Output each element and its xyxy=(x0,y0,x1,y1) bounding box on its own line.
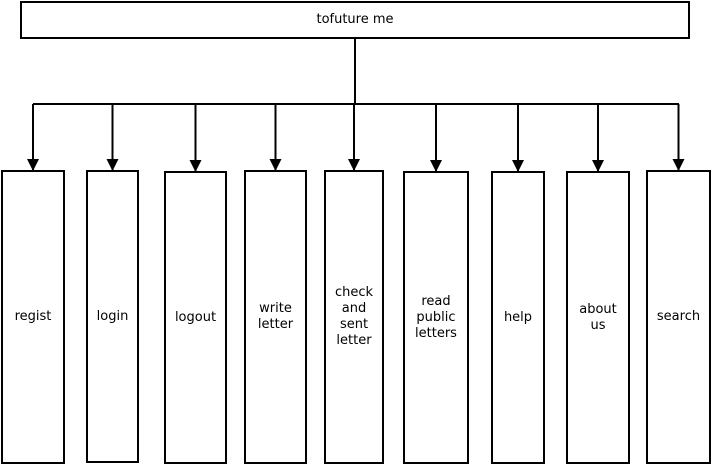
root-node: tofuture me xyxy=(20,1,690,39)
child-node-label: check and sent letter xyxy=(334,285,374,348)
child-node-label: help xyxy=(503,309,533,325)
child-node-label: regist xyxy=(14,309,52,324)
child-node-label: logout xyxy=(174,309,217,325)
child-node-login: login xyxy=(86,170,139,463)
child-node-label: login xyxy=(96,308,129,324)
child-node-label: write letter xyxy=(257,301,294,332)
child-node-label: about us xyxy=(579,301,617,333)
child-node-check-and-sent-letter: check and sent letter xyxy=(324,170,384,464)
child-node-help: help xyxy=(491,171,545,464)
child-node-read-public-letters: read public letters xyxy=(403,171,469,464)
child-node-label: read public letters xyxy=(415,293,457,341)
child-node-logout: logout xyxy=(164,171,227,464)
child-node-search: search xyxy=(646,170,711,464)
branch-arrows xyxy=(27,104,685,172)
child-node-regist: regist xyxy=(1,170,65,464)
child-node-label: search xyxy=(656,309,701,324)
root-node-label: tofuture me xyxy=(316,12,394,27)
child-node-write-letter: write letter xyxy=(244,170,307,464)
child-node-about-us: about us xyxy=(566,171,630,464)
